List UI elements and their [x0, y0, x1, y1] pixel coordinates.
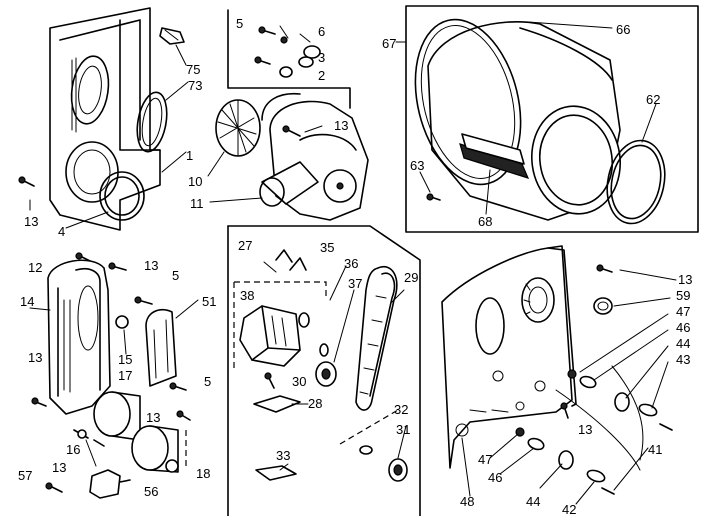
callout-label: 13 — [144, 258, 158, 273]
callout-label: 13 — [334, 118, 348, 133]
callout-label: 46 — [676, 320, 690, 335]
drum-assembly — [405, 5, 699, 233]
callout-label: 1 — [186, 148, 193, 163]
callout-label: 31 — [396, 422, 410, 437]
duct-assembly — [31, 252, 191, 499]
oval-gasket-73 — [136, 91, 168, 153]
callout-label: 5 — [236, 16, 243, 31]
callout-label: 13 — [24, 214, 38, 229]
callout-label: 18 — [196, 466, 210, 481]
front-panel-assembly — [18, 7, 161, 231]
callout-label: 32 — [394, 402, 408, 417]
callout-label: 75 — [186, 62, 200, 77]
callout-label: 63 — [410, 158, 424, 173]
rear-bulkhead-assembly — [441, 245, 673, 495]
callout-label: 6 — [318, 24, 325, 39]
callout-label: 13 — [578, 422, 592, 437]
callout-label: 29 — [404, 270, 418, 285]
callout-label: 35 — [320, 240, 334, 255]
callout-label: 46 — [488, 470, 502, 485]
callout-label: 56 — [144, 484, 158, 499]
callout-label: 44 — [526, 494, 540, 509]
callout-label: 17 — [118, 368, 132, 383]
callout-label: 62 — [646, 92, 660, 107]
callout-label: 3 — [318, 50, 325, 65]
callout-label: 10 — [188, 174, 202, 189]
callout-label: 16 — [66, 442, 80, 457]
callout-label: 28 — [308, 396, 322, 411]
callout-label: 68 — [478, 214, 492, 229]
callout-label: 13 — [678, 272, 692, 287]
callout-label: 13 — [52, 460, 66, 475]
callout-label: 48 — [460, 494, 474, 509]
callout-label: 2 — [318, 68, 325, 83]
clip-part-75 — [159, 27, 185, 45]
callout-label: 73 — [188, 78, 202, 93]
callout-label: 14 — [20, 294, 34, 309]
callout-label: 5 — [172, 268, 179, 283]
callout-label: 66 — [616, 22, 630, 37]
callout-label: 27 — [238, 238, 252, 253]
callout-label: 42 — [562, 502, 576, 516]
callout-label: 38 — [240, 288, 254, 303]
callout-label: 47 — [676, 304, 690, 319]
callout-label: 11 — [190, 196, 204, 211]
callout-label: 33 — [276, 448, 290, 463]
callout-label: 12 — [28, 260, 42, 275]
callout-label: 41 — [648, 442, 662, 457]
callout-label: 43 — [676, 352, 690, 367]
blower-assembly — [215, 9, 369, 221]
callout-labels: 5 6 3 2 75 73 1 13 10 11 13 4 67 66 62 6… — [18, 16, 692, 516]
callout-label: 13 — [146, 410, 160, 425]
callout-label: 13 — [28, 350, 42, 365]
callout-label: 47 — [478, 452, 492, 467]
motor-assembly — [227, 225, 421, 516]
callout-label: 67 — [382, 36, 396, 51]
callout-label: 15 — [118, 352, 132, 367]
callout-label: 37 — [348, 276, 362, 291]
callout-label: 57 — [18, 468, 32, 483]
callout-label: 36 — [344, 256, 358, 271]
callout-label: 44 — [676, 336, 690, 351]
callout-label: 30 — [292, 374, 306, 389]
callout-label: 5 — [204, 374, 211, 389]
callout-label: 4 — [58, 224, 65, 239]
callout-label: 59 — [676, 288, 690, 303]
callout-label: 51 — [202, 294, 216, 309]
